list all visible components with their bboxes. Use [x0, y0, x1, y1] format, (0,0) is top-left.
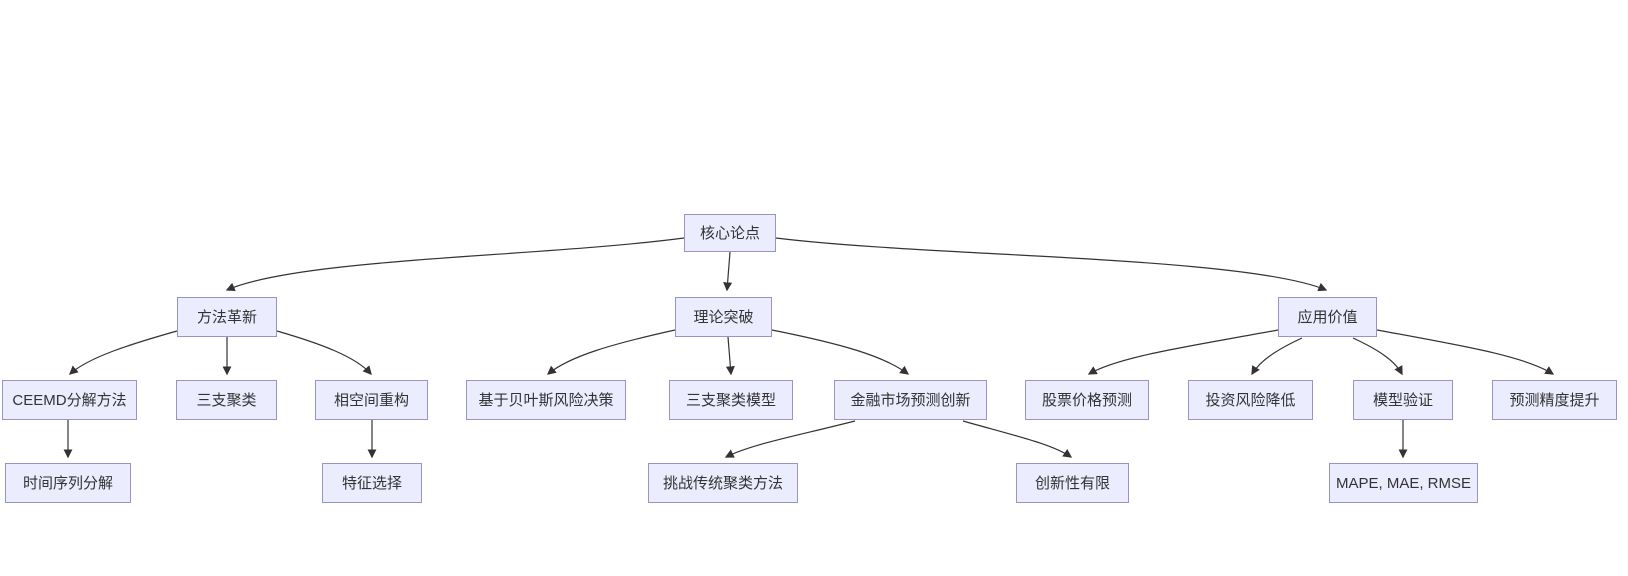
- edge-core-to-theory: [723, 251, 733, 292]
- node-prediction-accuracy-improvement: 预测精度提升: [1492, 380, 1617, 420]
- edge-method-to-ceemd: [68, 330, 178, 375]
- node-theory-breakthrough: 理论突破: [675, 297, 772, 337]
- edge-application-to-risk: [1251, 337, 1303, 376]
- edge-application-to-precision: [1376, 329, 1555, 375]
- node-challenge-traditional-clustering: 挑战传统聚类方法: [648, 463, 798, 503]
- node-investment-risk-reduction: 投资风险降低: [1188, 380, 1313, 420]
- edge-theory-to-twc-model: [725, 336, 735, 376]
- edge-application-to-stock: [1087, 329, 1279, 375]
- node-stock-price-prediction: 股票价格预测: [1025, 380, 1149, 420]
- node-core-argument: 核心论点: [684, 214, 776, 252]
- node-time-series-decomposition: 时间序列分解: [5, 463, 131, 503]
- node-financial-market-forecast-innovation: 金融市场预测创新: [834, 380, 987, 420]
- edge-application-to-validation: [1352, 337, 1403, 376]
- node-feature-selection: 特征选择: [322, 463, 422, 503]
- edge-theory-to-finance: [771, 329, 910, 375]
- node-three-way-clustering-model: 三支聚类模型: [669, 380, 793, 420]
- node-ceemd-decomposition: CEEMD分解方法: [2, 380, 137, 420]
- edge-finance-to-challenge: [724, 420, 856, 458]
- node-model-validation: 模型验证: [1353, 380, 1453, 420]
- node-evaluation-metrics: MAPE, MAE, RMSE: [1329, 463, 1478, 503]
- edge-core-to-method: [225, 237, 685, 292]
- node-method-innovation: 方法革新: [177, 297, 277, 337]
- edge-core-to-application: [775, 237, 1328, 292]
- edge-method-to-phase-space: [276, 330, 372, 376]
- node-limited-novelty: 创新性有限: [1016, 463, 1129, 503]
- edge-theory-to-bayes: [546, 329, 676, 375]
- node-application-value: 应用价值: [1278, 297, 1377, 337]
- node-phase-space-reconstruction: 相空间重构: [315, 380, 428, 420]
- node-three-way-clustering: 三支聚类: [176, 380, 277, 420]
- node-bayes-risk-decision: 基于贝叶斯风险决策: [466, 380, 626, 420]
- edge-finance-to-limited: [962, 420, 1073, 458]
